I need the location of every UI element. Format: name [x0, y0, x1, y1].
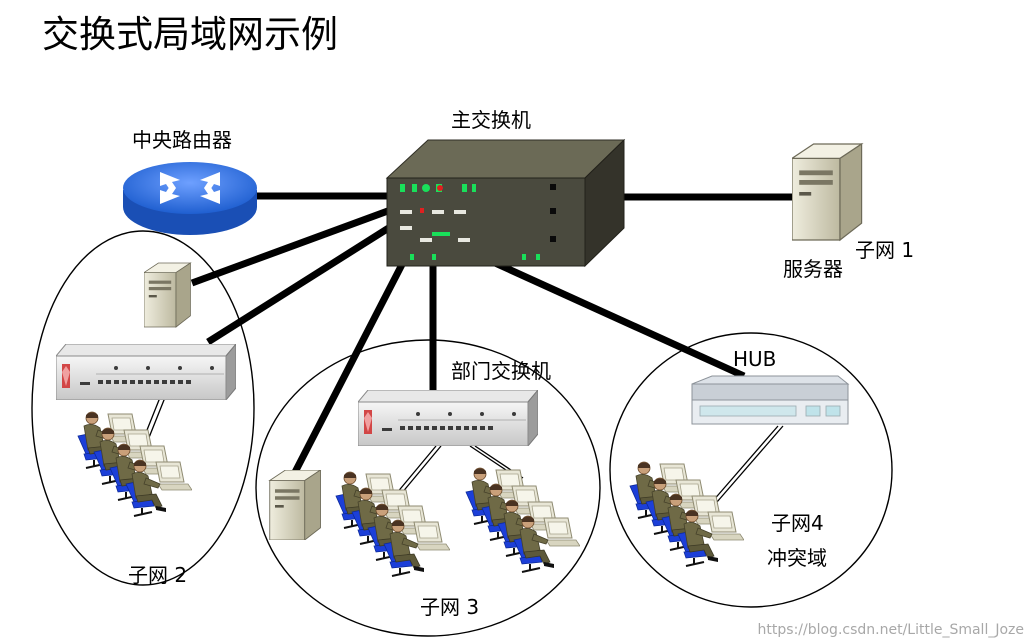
- server-label: 服务器: [783, 257, 843, 281]
- cables: [142, 389, 784, 503]
- subnet2-server-icon: [144, 262, 191, 328]
- watermark: https://blog.csdn.net/Little_Small_Joze: [758, 622, 1024, 638]
- subnet3-workstation-group-left: [336, 472, 450, 576]
- link-main-subnet2-server: [190, 201, 406, 287]
- subnet4-label: 子网4: [771, 511, 824, 535]
- server-icon: [792, 143, 863, 241]
- subnet3-boundary: [255, 339, 601, 637]
- subnet4-boundary: [609, 332, 893, 608]
- subnet2-switch-icon: [56, 344, 236, 400]
- dept-switch-label: 部门交换机: [451, 359, 551, 383]
- link-main-subnet2-switch: [206, 209, 416, 345]
- router-icon: [123, 162, 257, 235]
- main-switch-label: 主交换机: [451, 108, 531, 132]
- subnet3-server-icon: [269, 470, 321, 540]
- subnet4-workstation-group: [630, 462, 744, 566]
- subnet2-boundary: [31, 230, 255, 586]
- main-switch-icon: [385, 138, 626, 268]
- subnet2-label: 子网 2: [128, 563, 187, 587]
- subnet3-label: 子网 3: [420, 595, 479, 619]
- router-label: 中央路由器: [132, 128, 232, 152]
- subnet2-workstation-group: [78, 412, 192, 516]
- hub-label: HUB: [733, 347, 776, 371]
- dept-switch-icon: [358, 390, 538, 446]
- subnet3-workstation-group-right: [466, 468, 580, 572]
- page-title: 交换式局域网示例: [42, 13, 338, 56]
- subnet1-label: 子网 1: [855, 238, 914, 262]
- hub-icon: [691, 375, 850, 425]
- collision-domain-label: 冲突域: [767, 546, 827, 570]
